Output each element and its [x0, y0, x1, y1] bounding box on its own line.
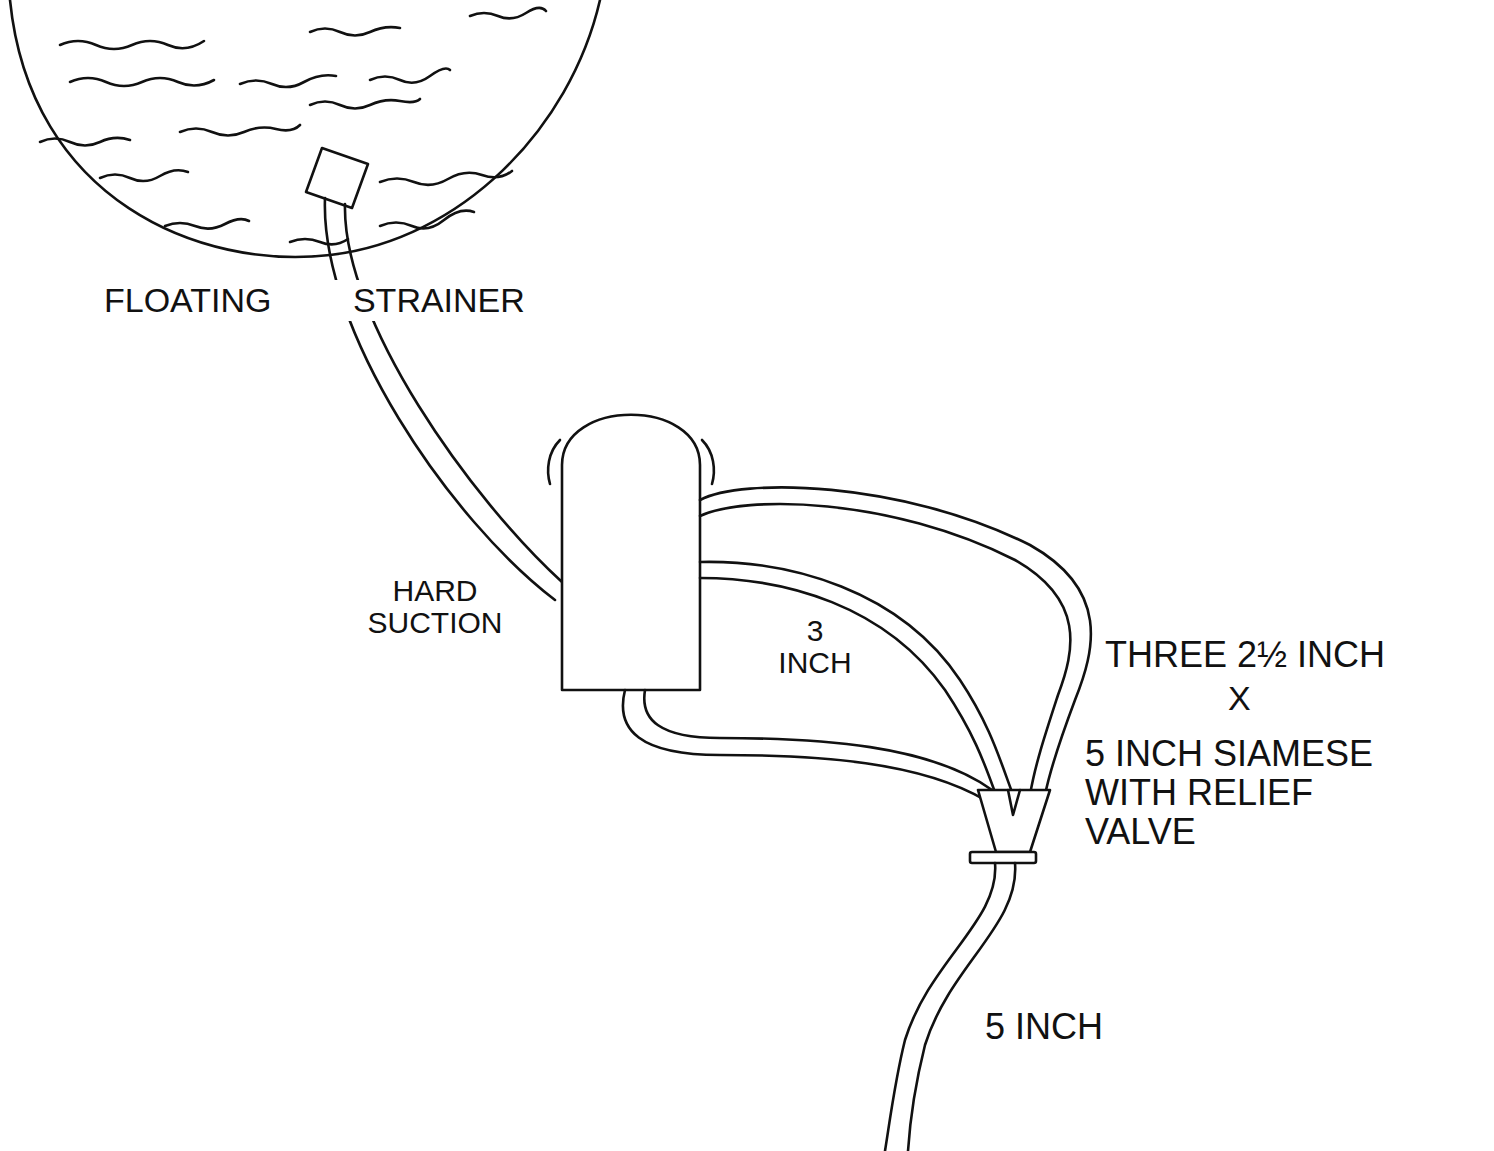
supply-hose — [700, 578, 996, 795]
pump-body — [562, 415, 700, 690]
water-wave — [180, 125, 300, 136]
water-wave — [40, 138, 130, 146]
water-wave — [165, 219, 249, 228]
water-wave — [70, 78, 214, 86]
supply-hose — [623, 690, 985, 800]
siamese-coupling — [970, 852, 1036, 863]
water-wave — [310, 27, 400, 35]
water-wave — [60, 41, 204, 49]
water-wave — [100, 170, 188, 181]
water-wave — [240, 75, 336, 87]
water-wave — [290, 239, 348, 244]
siamese-inlet — [1008, 790, 1020, 815]
pump-side-mark — [702, 440, 714, 484]
callout-label: 5 INCH SIAMESE WITH RELIEF VALVE — [1085, 735, 1425, 852]
supply-hose — [644, 690, 992, 790]
water-wave — [310, 99, 420, 109]
hard-suction-hose — [345, 204, 562, 582]
siamese-body — [978, 790, 1050, 852]
callout-label: THREE 2½ INCH — [1105, 636, 1385, 675]
floating-strainer — [306, 148, 368, 208]
callout-label: 5 INCH — [985, 1008, 1103, 1047]
pond-outline — [10, 0, 600, 257]
water-wave — [470, 8, 546, 18]
callout-label: HARD SUCTION — [360, 575, 510, 640]
water-wave — [380, 211, 474, 229]
callout-label: 3 INCH — [770, 615, 860, 680]
callout-label: X — [1228, 680, 1251, 717]
supply-hose-5-inch — [908, 863, 1015, 1151]
water-wave — [370, 68, 450, 82]
water-wave — [380, 171, 512, 185]
pump-side-mark — [548, 440, 560, 484]
supply-hose — [700, 487, 1091, 795]
callout-label: FLOATING STRAINER — [100, 280, 529, 321]
supply-hose — [700, 504, 1070, 795]
supply-hose — [700, 562, 1012, 792]
